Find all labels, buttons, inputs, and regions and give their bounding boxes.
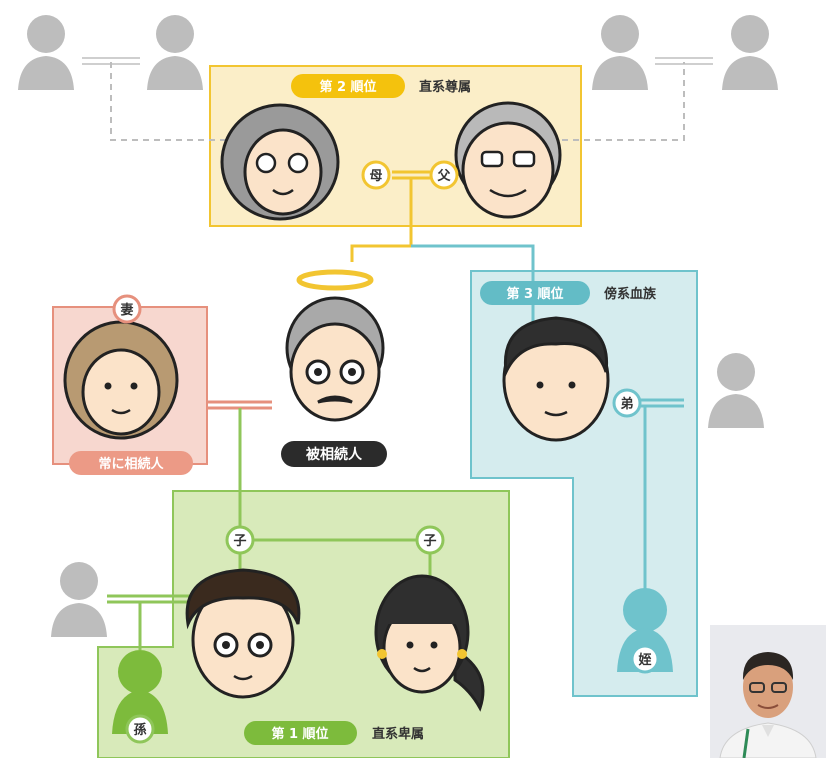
rank3-badge: 第 3 順位: [480, 281, 590, 305]
svg-text:子: 子: [423, 534, 436, 549]
parents-to-decedent-line: [350, 178, 413, 262]
child-marriage-link: [107, 594, 190, 604]
father-face: [454, 101, 562, 219]
rank3-title: 傍系血族: [604, 286, 657, 302]
rank1-region: [97, 490, 510, 758]
svg-text:第 1 順位: 第 1 順位: [271, 726, 328, 742]
spouse-status-badge: 常に相続人: [69, 451, 193, 475]
child-left-tag: 子: [225, 525, 255, 555]
svg-text:父: 父: [436, 169, 451, 184]
rank1-title: 直系卑属: [372, 726, 424, 742]
mother-tag: 母: [361, 160, 391, 190]
svg-text:常に相続人: 常に相続人: [98, 456, 164, 472]
brother-face: [502, 316, 610, 442]
svg-text:孫: 孫: [133, 722, 146, 738]
son-face: [185, 568, 301, 699]
child-spouse-silhouette: [51, 562, 107, 637]
great-grandparent-silhouette: [592, 15, 648, 90]
great-grandparent-silhouette: [147, 15, 203, 90]
svg-text:被相続人: 被相続人: [306, 446, 363, 463]
child-right-tag: 子: [415, 525, 445, 555]
svg-text:第 2 順位: 第 2 順位: [319, 79, 376, 95]
great-grandparent-silhouette: [722, 15, 778, 90]
mother-face: [220, 103, 340, 221]
wife-tag: 妻: [112, 294, 142, 324]
brother-tag: 弟: [612, 388, 642, 418]
spouse-marriage-link: [207, 400, 272, 410]
svg-text:弟: 弟: [620, 396, 633, 412]
svg-text:妻: 妻: [120, 302, 133, 318]
rank1-badge: 第 1 順位: [244, 721, 357, 745]
daughter-face: [374, 574, 485, 712]
dashed-link-left: [110, 62, 230, 141]
decedent-face: [285, 269, 385, 422]
great-grandparent-silhouette: [18, 15, 74, 90]
grandchild-silhouette: [112, 650, 168, 734]
wife-face: [63, 320, 179, 440]
decedent-badge: 被相続人: [281, 441, 387, 467]
rank2-badge: 第 2 順位: [291, 74, 405, 98]
dashed-link-right: [562, 62, 685, 141]
sister-in-law-silhouette: [708, 353, 764, 428]
father-tag: 父: [429, 160, 459, 190]
presenter-photo: [710, 625, 826, 758]
rank2-title: 直系尊属: [419, 79, 471, 95]
svg-text:姪: 姪: [637, 652, 651, 668]
svg-text:母: 母: [369, 169, 382, 184]
grandchild-tag: 孫: [125, 714, 155, 744]
nephew-tag: 姪: [630, 644, 660, 674]
svg-text:第 3 順位: 第 3 順位: [506, 286, 563, 302]
svg-text:子: 子: [233, 534, 246, 549]
